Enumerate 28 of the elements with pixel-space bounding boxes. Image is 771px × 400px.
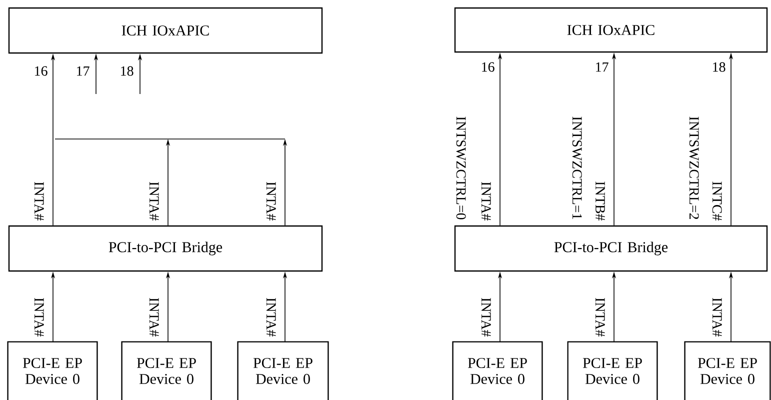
port-number: 18 bbox=[713, 62, 726, 72]
block-box: PCI-to-PCI Bridge bbox=[454, 225, 768, 272]
device-box: PCI-E EP Device 0 bbox=[7, 341, 98, 400]
edge-label: INTA# bbox=[266, 296, 277, 338]
block-box: PCI-to-PCI Bridge bbox=[8, 225, 323, 272]
edge-label: INTA# bbox=[712, 296, 723, 338]
edge-label: INTA# bbox=[34, 180, 45, 222]
port-number: 16 bbox=[35, 66, 48, 76]
edge-label: INTA# bbox=[148, 296, 160, 338]
edge-label: INTA# bbox=[34, 296, 45, 338]
block-box: ICH IOxAPIC bbox=[454, 7, 768, 53]
port-number: 17 bbox=[596, 62, 608, 72]
edge-label: INTA# bbox=[148, 180, 160, 222]
edge-label: INTA# bbox=[594, 296, 606, 338]
port-number: 17 bbox=[77, 66, 90, 76]
device-box: PCI-E EP Device 0 bbox=[237, 341, 329, 400]
edge-label: INTA# bbox=[480, 296, 492, 338]
edge-label: INTC# bbox=[711, 180, 723, 222]
device-box: PCI-E EP Device 0 bbox=[684, 341, 771, 400]
port-number: 16 bbox=[482, 62, 494, 72]
device-box: PCI-E EP Device 0 bbox=[452, 341, 543, 400]
port-number: 18 bbox=[121, 66, 134, 76]
device-box: PCI-E EP Device 0 bbox=[121, 341, 212, 400]
edge-label: INTA# bbox=[480, 180, 492, 222]
block-box: ICH IOxAPIC bbox=[8, 7, 323, 54]
device-box: PCI-E EP Device 0 bbox=[567, 341, 658, 400]
edge-label: INTA# bbox=[266, 180, 277, 222]
edge-label: INTB# bbox=[594, 180, 606, 222]
